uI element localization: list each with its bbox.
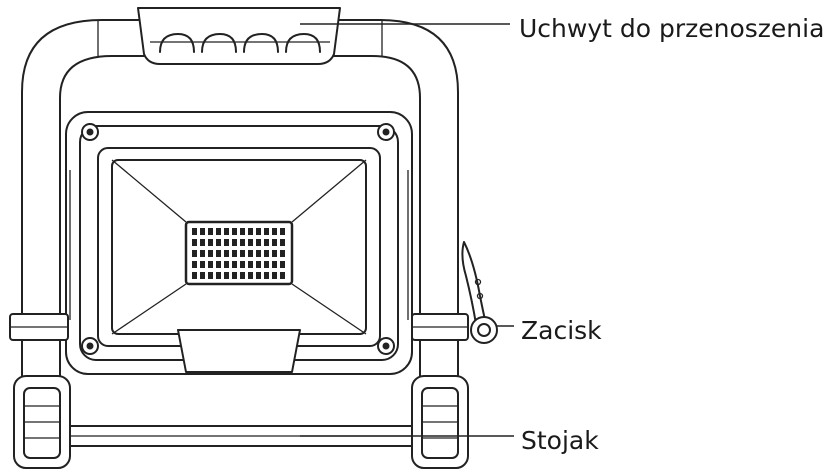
left-bracket — [9, 313, 69, 341]
left-wheel — [13, 375, 71, 469]
led-chip — [224, 228, 229, 235]
led-chip — [192, 272, 197, 279]
led-chip — [208, 272, 213, 279]
led-chip — [208, 261, 213, 268]
led-chip — [192, 239, 197, 246]
led-chip — [280, 261, 285, 268]
led-chip — [216, 261, 221, 268]
led-chip — [240, 272, 245, 279]
handle-label: Uchwyt do przenoszenia — [519, 14, 825, 43]
led-chip — [224, 239, 229, 246]
led-chip — [272, 239, 277, 246]
led-chip — [256, 261, 261, 268]
led-chip — [216, 250, 221, 257]
led-chip — [232, 250, 237, 257]
led-chip — [264, 272, 269, 279]
led-chip — [200, 261, 205, 268]
led-chip — [248, 239, 253, 246]
led-chip — [200, 228, 205, 235]
led-chip — [248, 228, 253, 235]
stand-label: Stojak — [521, 426, 599, 455]
led-chip — [240, 261, 245, 268]
led-chip — [264, 261, 269, 268]
led-chip — [216, 239, 221, 246]
led-chip — [280, 239, 285, 246]
carry-handle — [137, 7, 341, 65]
right-wheel — [411, 375, 469, 469]
led-chip — [200, 250, 205, 257]
led-chip — [232, 261, 237, 268]
led-chip — [240, 228, 245, 235]
led-chip — [256, 228, 261, 235]
led-chip — [200, 239, 205, 246]
led-chip — [208, 239, 213, 246]
led-chip — [272, 261, 277, 268]
led-chip — [240, 250, 245, 257]
led-chip — [224, 250, 229, 257]
led-chip — [280, 272, 285, 279]
led-grid — [192, 228, 285, 279]
led-chip — [224, 272, 229, 279]
led-chip — [232, 272, 237, 279]
stand-legs — [21, 339, 459, 381]
led-chip — [216, 228, 221, 235]
led-array — [184, 220, 294, 286]
led-chip — [224, 261, 229, 268]
led-chip — [192, 228, 197, 235]
led-chip — [232, 228, 237, 235]
clamp-label: Zacisk — [521, 316, 602, 345]
led-chip — [280, 250, 285, 257]
led-chip — [192, 261, 197, 268]
led-chip — [272, 250, 277, 257]
led-chip — [256, 272, 261, 279]
led-chip — [216, 272, 221, 279]
led-chip — [248, 261, 253, 268]
led-chip — [200, 272, 205, 279]
led-chip — [208, 228, 213, 235]
led-chip — [256, 239, 261, 246]
led-chip — [240, 239, 245, 246]
led-chip — [272, 272, 277, 279]
led-chip — [264, 250, 269, 257]
led-chip — [232, 239, 237, 246]
led-chip — [248, 272, 253, 279]
led-chip — [272, 228, 277, 235]
led-chip — [264, 239, 269, 246]
led-chip — [192, 250, 197, 257]
clamp-lever — [461, 241, 498, 344]
led-chip — [248, 250, 253, 257]
led-chip — [208, 250, 213, 257]
led-chip — [256, 250, 261, 257]
right-bracket — [411, 313, 469, 341]
led-chip — [264, 228, 269, 235]
led-chip — [280, 228, 285, 235]
